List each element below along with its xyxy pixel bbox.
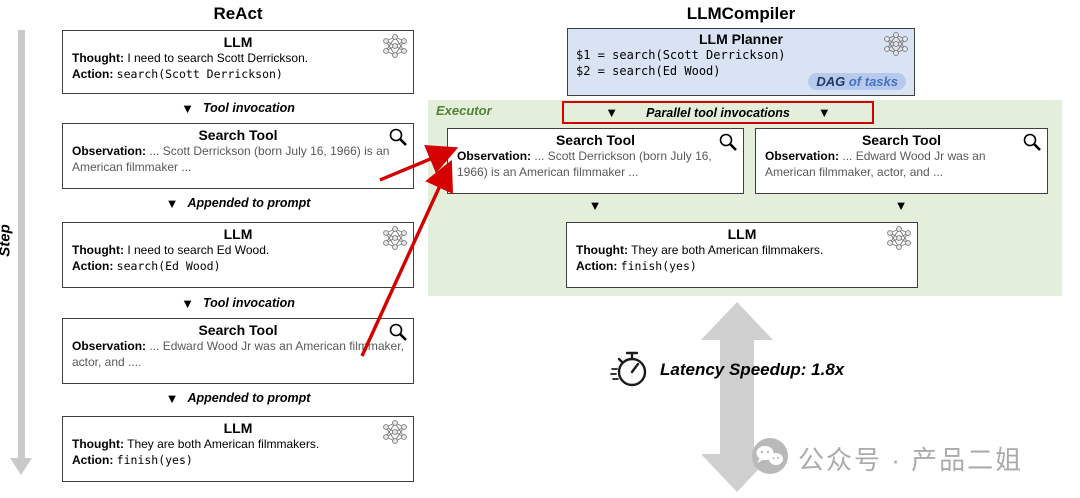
connector-tool-invocation-2: ▼ Tool invocation (62, 296, 414, 310)
planner-task-1: $1 = search(Scott Derrickson) (576, 48, 786, 63)
magnifier-icon (388, 127, 408, 147)
parallel-label: Parallel tool invocations (646, 105, 790, 120)
neural-network-icon (382, 226, 408, 250)
llm-planner-box: LLM Planner $1 = search(Scott Derrickson… (567, 28, 915, 96)
planner-task-2: $2 = search(Ed Wood) (576, 63, 721, 78)
wechat-icon (750, 436, 790, 476)
down-triangle-icon: ▼ (165, 390, 179, 406)
box-title: LLM (727, 226, 757, 242)
box-title: Search Tool (198, 322, 278, 338)
box-title: LLM (223, 420, 253, 436)
planner-title: LLM Planner (698, 31, 783, 47)
down-triangle-icon: ▼ (817, 105, 831, 120)
executor-connector-left: ▼ (580, 199, 610, 212)
box-title: Search Tool (198, 127, 278, 143)
observation-text: ... Scott Derrickson (born July 16, 1966… (457, 149, 712, 179)
thought-line: Thought: They are both American filmmake… (576, 243, 908, 259)
observation-text: ... Scott Derrickson (born July 16, 1966… (72, 144, 390, 174)
action-code: search(Scott Derrickson) (116, 66, 283, 81)
box-title: Search Tool (861, 132, 942, 148)
executor-connector-right: ▼ (886, 199, 916, 212)
action-label: Action: (72, 452, 114, 467)
connector-label: Tool invocation (202, 101, 295, 115)
step-arrow-head (10, 458, 32, 475)
action-code: finish(yes) (116, 452, 193, 467)
thought-label: Thought: (576, 243, 628, 258)
thought-text: They are both American filmmakers. (631, 243, 824, 258)
action-line: Action: finish(yes) (576, 259, 908, 275)
step-label: Step (0, 224, 14, 257)
action-code: search(Ed Wood) (116, 258, 221, 273)
observation-line: Observation: ... Edward Wood Jr was an A… (765, 149, 1038, 180)
box-title: LLM (223, 226, 253, 242)
neural-network-icon (886, 226, 912, 250)
dag-rest: of tasks (845, 74, 898, 89)
action-line: Action: search(Scott Derrickson) (72, 67, 404, 83)
neural-network-icon (382, 420, 408, 444)
neural-network-icon (382, 34, 408, 58)
react-search-tool-box-2: Search Tool Observation: ... Edward Wood… (62, 318, 414, 384)
thought-text: They are both American filmmakers. (127, 437, 320, 452)
action-label: Action: (72, 66, 114, 81)
magnifier-icon (1022, 132, 1042, 152)
react-llm-box-2: LLM Thought: I need to search Ed Wood. A… (62, 222, 414, 288)
stopwatch-icon (608, 346, 652, 390)
react-title: ReAct (213, 4, 263, 23)
down-triangle-icon: ▼ (588, 198, 602, 213)
action-label: Action: (72, 258, 114, 273)
observation-label: Observation: (72, 339, 147, 354)
action-line: Action: search(Ed Wood) (72, 259, 404, 275)
connector-tool-invocation-1: ▼ Tool invocation (62, 101, 414, 115)
thought-line: Thought: They are both American filmmake… (72, 437, 404, 453)
magnifier-icon (718, 132, 738, 152)
parallel-tool-invocations-box: ▼ Parallel tool invocations ▼ (562, 101, 874, 124)
thought-label: Thought: (72, 243, 124, 258)
react-llm-box-3: LLM Thought: They are both American film… (62, 416, 414, 482)
down-triangle-icon: ▼ (181, 100, 194, 116)
action-code: finish(yes) (620, 258, 697, 273)
action-label: Action: (576, 258, 618, 273)
watermark-text: 公众号 · 产品二姐 (798, 445, 1024, 475)
observation-label: Observation: (457, 149, 532, 164)
executor-search-tool-box-1: Search Tool Observation: ... Scott Derri… (447, 128, 744, 194)
down-triangle-icon: ▼ (165, 195, 179, 211)
react-llm-box-1: LLM Thought: I need to search Scott Derr… (62, 30, 414, 94)
down-triangle-icon: ▼ (181, 295, 194, 311)
llmcompiler-title: LLMCompiler (686, 4, 796, 23)
connector-appended-2: ▼ Appended to prompt (62, 391, 414, 405)
connector-label: Appended to prompt (187, 391, 311, 405)
latency-speedup-text: Latency Speedup: 1.8x (660, 360, 845, 379)
down-triangle-icon: ▼ (894, 198, 908, 213)
connector-appended-1: ▼ Appended to prompt (62, 196, 414, 210)
observation-text: ... Edward Wood Jr was an American filmm… (765, 149, 986, 179)
down-triangle-icon: ▼ (605, 105, 619, 120)
observation-label: Observation: (765, 149, 840, 164)
box-title: LLM (223, 34, 253, 50)
observation-label: Observation: (72, 144, 147, 159)
magnifier-icon (388, 322, 408, 342)
executor-label: Executor (436, 103, 492, 118)
executor-search-tool-box-2: Search Tool Observation: ... Edward Wood… (755, 128, 1048, 194)
thought-line: Thought: I need to search Ed Wood. (72, 243, 404, 259)
thought-label: Thought: (72, 51, 124, 66)
connector-label: Tool invocation (202, 296, 295, 310)
observation-line: Observation: ... Edward Wood Jr was an A… (72, 339, 404, 370)
thought-text: I need to search Ed Wood. (127, 243, 270, 258)
observation-line: Observation: ... Scott Derrickson (born … (72, 144, 404, 175)
step-arrow-line (18, 30, 25, 460)
react-search-tool-box-1: Search Tool Observation: ... Scott Derri… (62, 123, 414, 189)
action-line: Action: finish(yes) (72, 453, 404, 469)
observation-text: ... Edward Wood Jr was an American filmm… (72, 339, 404, 369)
thought-label: Thought: (72, 437, 124, 452)
dag-word: DAG (816, 74, 846, 89)
dag-of-tasks-label: DAG of tasks (808, 73, 906, 90)
observation-line: Observation: ... Scott Derrickson (born … (457, 149, 734, 180)
box-title: Search Tool (555, 132, 636, 148)
neural-network-icon (883, 32, 909, 56)
thought-line: Thought: I need to search Scott Derricks… (72, 51, 404, 67)
connector-label: Appended to prompt (187, 196, 311, 210)
thought-text: I need to search Scott Derrickson. (127, 51, 309, 66)
executor-llm-box: LLM Thought: They are both American film… (566, 222, 918, 288)
